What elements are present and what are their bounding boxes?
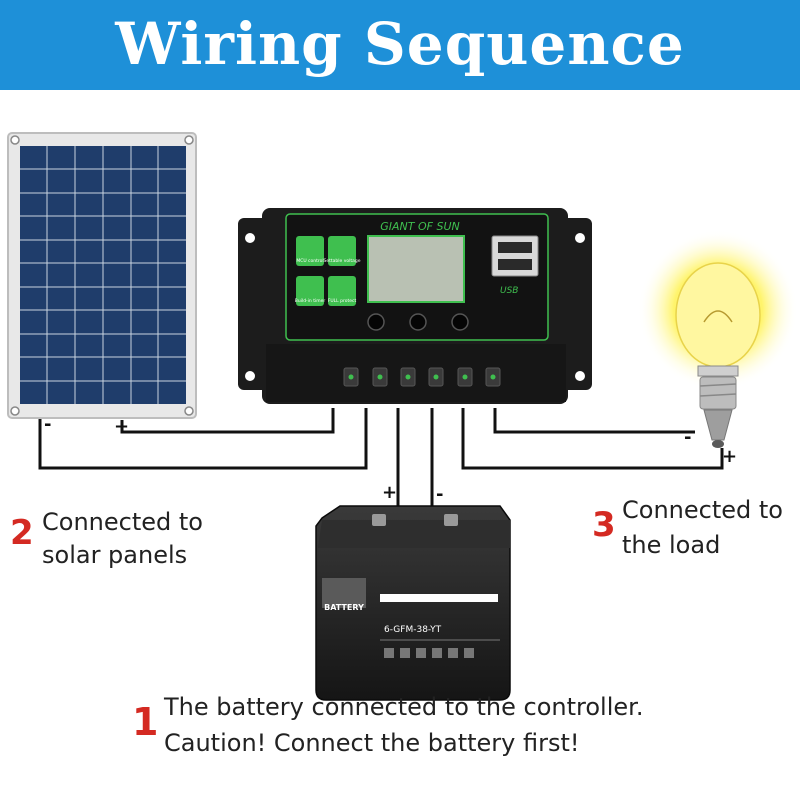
feature-label-1: MCU control [296, 258, 323, 264]
lcd-screen [367, 235, 465, 303]
battery-minus-sign: - [436, 484, 443, 505]
panel-negative-wire [38, 408, 368, 470]
usb-label: USB [500, 286, 518, 296]
step-3-line-2: the load [622, 531, 721, 559]
ok-button [409, 313, 427, 331]
step-2-line-2: solar panels [42, 541, 188, 569]
up-button [451, 313, 469, 331]
step-3-number: 3 [592, 505, 616, 545]
controller-brand: GIANT OF SUN [380, 220, 459, 233]
battery-brand: BATTERY [324, 603, 364, 612]
wires [38, 408, 724, 520]
light-bulb [638, 230, 798, 448]
step-2-line-1: Connected to [42, 508, 203, 536]
menu-button [367, 313, 385, 331]
battery-plus-sign: + [382, 482, 397, 503]
load-minus-sign: - [684, 427, 691, 448]
step-1-line-2: Caution! Connect the battery first! [164, 729, 580, 757]
step-1-number: 1 [132, 700, 159, 744]
feature-label-3: Build-in timer [295, 298, 326, 304]
panel-positive-wire [120, 408, 335, 434]
load-negative-wire [493, 408, 695, 434]
charge-controller: GIANT OF SUN MCU control Settable voltag… [238, 208, 592, 404]
feature-label-2: Settable voltage [323, 258, 360, 264]
panel-plus-sign: + [114, 416, 129, 437]
solar-panel [7, 132, 197, 419]
step-2-number: 2 [10, 513, 34, 553]
title-banner: Wiring Sequence [0, 0, 800, 90]
battery-model: 6-GFM-38-YT [384, 625, 442, 635]
page-title: Wiring Sequence [115, 10, 685, 78]
step-3-line-1: Connected to [622, 496, 783, 524]
panel-minus-sign: - [44, 414, 51, 435]
battery: BATTERY 6-GFM-38-YT [315, 505, 511, 701]
load-plus-sign: + [722, 446, 737, 467]
load-positive-wire [461, 408, 724, 470]
feature-label-4: FULL protect [328, 298, 357, 304]
step-1-line-1: The battery connected to the controller. [164, 693, 644, 721]
